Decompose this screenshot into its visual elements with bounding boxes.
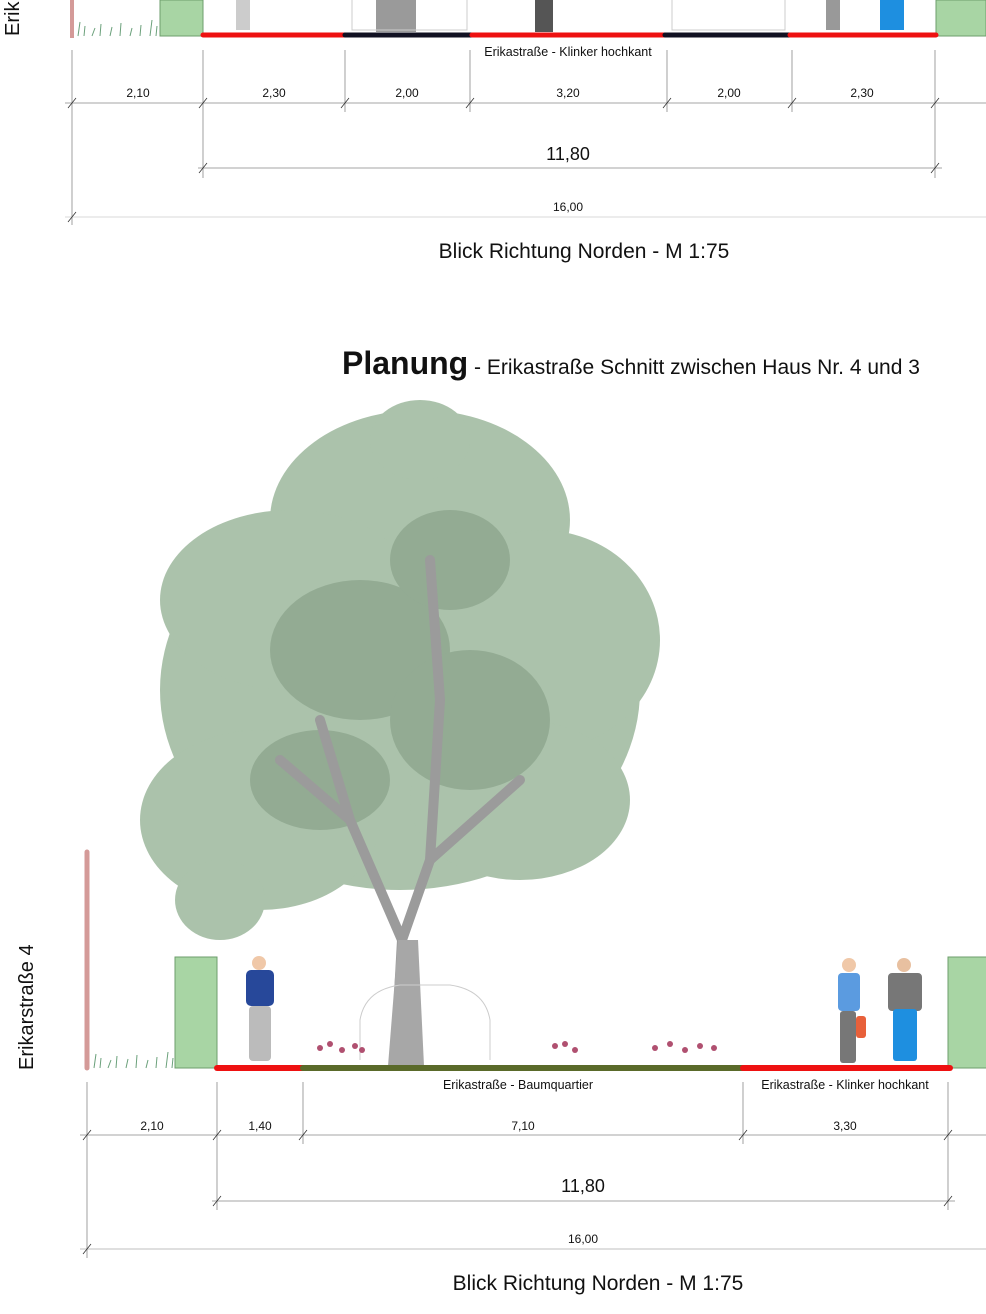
- title-bold: Planung: [342, 345, 469, 381]
- dim-label: 2,00: [395, 86, 419, 100]
- flower-bed: [317, 1041, 717, 1053]
- dim-label: 2,30: [262, 86, 286, 100]
- road-width-label: 11,80: [546, 144, 590, 164]
- person-woman: [838, 958, 866, 1063]
- building-right: [935, 0, 986, 37]
- total-width-label: 16,00: [552, 200, 584, 214]
- section-title: Planung - Erikastraße Schnitt zwischen H…: [342, 345, 920, 382]
- dimension-lines: [80, 1082, 986, 1258]
- grass-strip: [93, 1051, 174, 1069]
- planned-section-drawing: [80, 400, 986, 1258]
- person: [826, 0, 840, 30]
- building-left: [159, 0, 204, 37]
- surface-label: Erikastraße - Klinker hochkant: [761, 1078, 929, 1092]
- grass-strip: [77, 19, 158, 37]
- dim-label: 2,10: [126, 86, 150, 100]
- person: [535, 0, 553, 32]
- dim-label: 3,20: [556, 86, 580, 100]
- person: [236, 0, 250, 30]
- total-width-label: 16,00: [567, 1232, 599, 1246]
- planned-side-label: Erikarstraße 4: [16, 944, 38, 1070]
- person-man: [888, 958, 922, 1061]
- dim-label: 2,30: [850, 86, 874, 100]
- tree-foliage-shade: [250, 510, 550, 830]
- existing-side-label: Erik: [2, 1, 24, 36]
- car-outline: [671, 0, 786, 31]
- dim-label: 2,00: [717, 86, 741, 100]
- tree-trunk: [376, 0, 416, 32]
- existing-section-drawing: [65, 0, 986, 225]
- dim-label: 2,10: [140, 1119, 164, 1133]
- tree: [140, 400, 660, 1071]
- dimension-lines: [65, 50, 986, 225]
- building-left: [174, 956, 218, 1069]
- car-outline: [351, 0, 468, 31]
- person: [880, 0, 904, 30]
- title-rest: - Erikastraße Schnitt zwischen Haus Nr. …: [468, 356, 920, 379]
- view-caption: Blick Richtung Norden - M 1:75: [438, 240, 730, 263]
- car-outline: [359, 984, 491, 1060]
- tree-branches: [275, 555, 525, 1071]
- tree-trunk: [388, 940, 424, 1066]
- road-width-label: 11,80: [561, 1176, 605, 1196]
- building-right: [947, 956, 986, 1069]
- dim-label: 1,40: [248, 1119, 272, 1133]
- dim-label: 7,10: [511, 1119, 535, 1133]
- surface-label: Erikastraße - Klinker hochkant: [484, 45, 652, 59]
- view-caption: Blick Richtung Norden - M 1:75: [452, 1272, 744, 1295]
- dim-label: 3,30: [833, 1119, 857, 1133]
- person-jogging: [246, 956, 274, 1061]
- surface-label: Erikastraße - Baumquartier: [442, 1078, 594, 1092]
